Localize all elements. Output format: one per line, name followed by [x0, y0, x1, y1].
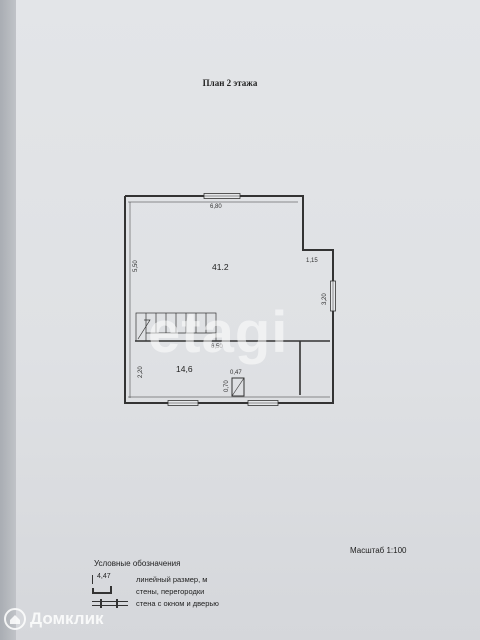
photo-background [0, 0, 18, 640]
legend-title: Условные обозначения [94, 559, 181, 568]
dim-lower-left-height: 2,20 [138, 366, 144, 378]
dim-left-height: 5,50 [133, 260, 139, 272]
scale-label: Масштаб 1:100 [350, 546, 407, 555]
window-door-symbol [90, 598, 132, 608]
dimension-symbol: 4,47 [90, 573, 132, 584]
legend-row-window-door: стена с окном и дверью [90, 598, 219, 608]
page-title: План 2 этажа [202, 78, 258, 88]
brand-logo: Домклик [4, 602, 104, 636]
walls-symbol [90, 586, 132, 596]
room-main-area: 41.2 [212, 262, 229, 272]
legend-size-sample: 4,47 [97, 573, 111, 580]
window-lines [168, 195, 334, 404]
home-logo-icon [4, 608, 26, 630]
dim-right-bump: 1,15 [306, 258, 318, 264]
closet [231, 377, 245, 397]
staircase [135, 312, 217, 342]
dim-small-width: 0,47 [230, 370, 242, 376]
legend-row-size: 4,47 линейный размер, м [90, 573, 208, 584]
dim-right-height: 3,20 [322, 293, 328, 305]
legend-row-walls: стены, перегородки [90, 586, 204, 596]
legend-walls-label: стены, перегородки [136, 586, 205, 596]
room-lower-area: 14,6 [176, 364, 193, 374]
brand-name: Домклик [30, 609, 104, 628]
dim-partition-width: 6,50 [211, 344, 223, 350]
legend-size-label: линейный размер, м [136, 574, 208, 584]
watermark: etagi [148, 300, 288, 365]
legend-window-door-label: стена с окном и дверью [136, 598, 219, 608]
document-sheet [16, 0, 480, 640]
dim-top-width: 6,80 [210, 204, 222, 210]
dim-small-height: 0,70 [224, 380, 230, 392]
